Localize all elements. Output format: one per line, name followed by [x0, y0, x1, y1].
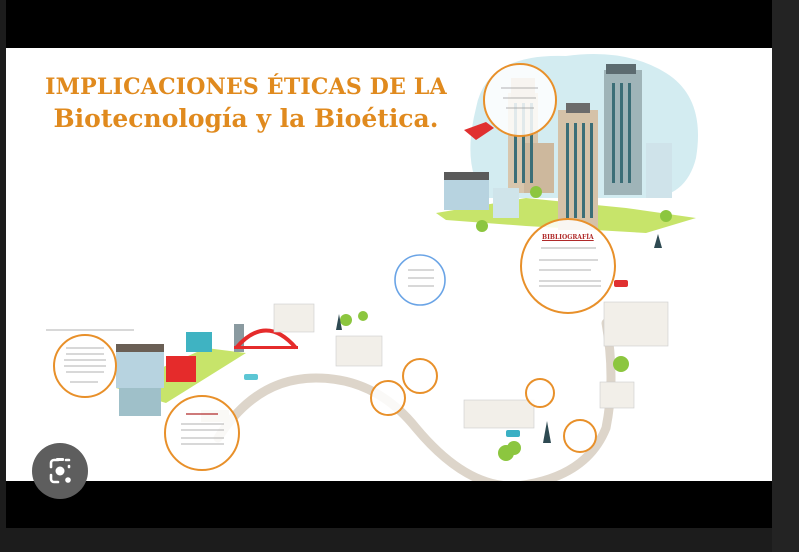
google-lens-icon [49, 458, 71, 484]
title-line-1: IMPLICACIONES ÉTICAS DE LA [45, 74, 447, 100]
helicopter [464, 122, 494, 140]
side-panel [772, 0, 799, 552]
presentation-slide: IMPLICACIONES ÉTICAS DE LA Biotecnología… [6, 48, 772, 481]
car-blue [506, 430, 520, 437]
slide-illustration [46, 54, 698, 481]
bibliography-heading: BIBLIOGRAFÍA [542, 234, 594, 241]
title-line-2: Biotecnología y la Bioética. [53, 104, 439, 133]
bubble-bottom-left [164, 395, 240, 471]
bubble-bibliografia [520, 218, 616, 314]
car-red [614, 280, 628, 287]
road-path [213, 318, 616, 481]
google-lens-button[interactable] [32, 443, 88, 499]
bubble-blue [394, 254, 446, 306]
houses [116, 324, 298, 422]
bubble-top [483, 63, 557, 137]
